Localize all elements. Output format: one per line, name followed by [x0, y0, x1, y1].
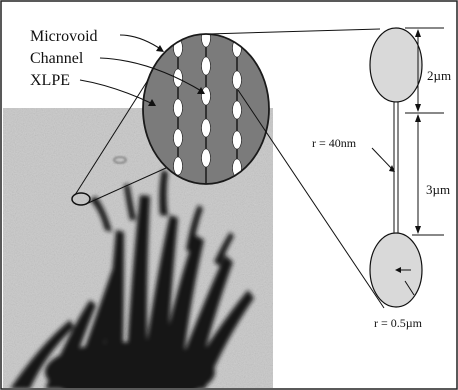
microvoid: [202, 87, 211, 105]
label-radius-void: r = 0.5µm: [374, 316, 423, 330]
microvoid: [174, 157, 183, 175]
label-dim-top: 2µm: [427, 68, 451, 83]
microvoid: [233, 101, 242, 119]
microvoid: [174, 99, 183, 117]
label-channel: Channel: [30, 50, 84, 67]
top-void-bubble: [370, 28, 422, 102]
label-xlpe: XLPE: [30, 72, 70, 89]
channel-tube: [394, 102, 398, 233]
microvoid: [202, 57, 211, 75]
label-microvoid: Microvoid: [30, 28, 98, 45]
microvoid: [233, 131, 242, 149]
microvoid: [174, 129, 183, 147]
microvoid: [202, 119, 211, 137]
label-dim-middle: 3µm: [426, 182, 450, 197]
microvoid: [233, 71, 242, 89]
label-radius-channel: r = 40nm: [312, 136, 357, 150]
microvoid: [202, 149, 211, 167]
